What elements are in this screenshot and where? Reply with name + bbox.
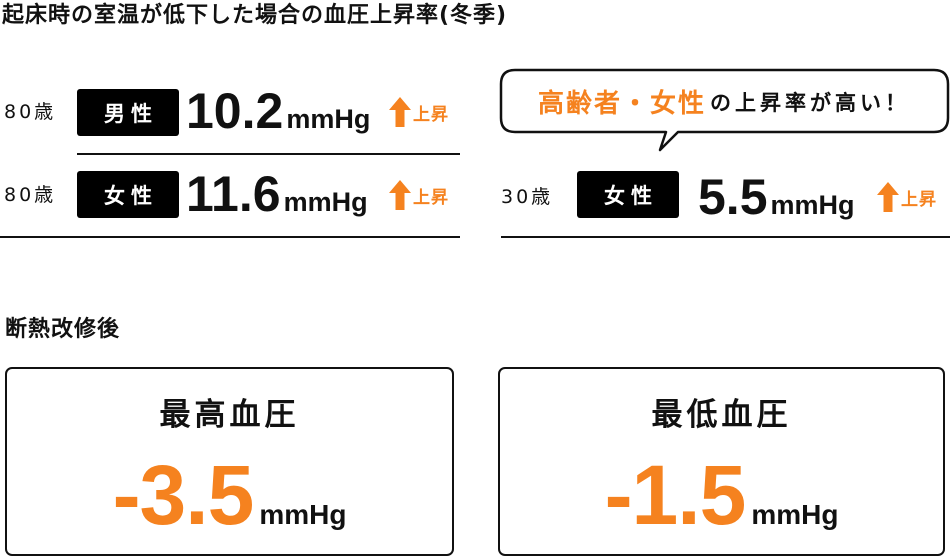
- age-label: 80歳: [4, 184, 57, 206]
- trend-label: 上昇: [413, 104, 449, 125]
- value-unit: mmHg: [286, 104, 371, 134]
- callout-rest: の上昇率が高い！: [710, 90, 910, 115]
- page-title: 起床時の室温が低下した場合の血圧上昇率(冬季): [2, 3, 508, 28]
- value-number: -3.5: [112, 448, 255, 542]
- arrow-up-icon: [389, 180, 411, 210]
- gender-badge: 女性: [77, 171, 179, 218]
- trend-label: 上昇: [901, 189, 937, 210]
- value-unit: mmHg: [259, 499, 347, 530]
- callout-text: 高齢者・女性 の上昇率が高い！: [500, 70, 948, 133]
- value-number: 11.6: [186, 166, 281, 222]
- arrow-up-icon: [877, 182, 899, 212]
- gender-badge: 男性: [77, 89, 179, 136]
- value-number: -1.5: [604, 448, 747, 542]
- divider: [0, 236, 460, 238]
- box-value: -1.5 mmHg: [500, 453, 943, 537]
- bp-rise-value: 10.2 mmHg: [186, 86, 370, 136]
- callout-highlight: 高齢者・女性: [537, 89, 706, 119]
- box-value: -3.5 mmHg: [7, 453, 452, 537]
- diastolic-box: 最低血圧 -1.5 mmHg: [498, 367, 945, 556]
- arrow-up-icon: [389, 97, 411, 127]
- trend-label: 上昇: [413, 187, 449, 208]
- bp-rise-value: 11.6 mmHg: [186, 169, 368, 219]
- divider: [77, 153, 460, 155]
- gender-label: 女性: [604, 183, 658, 208]
- box-title: 最低血圧: [651, 397, 792, 433]
- value-number: 5.5: [698, 169, 768, 225]
- age-label: 30歳: [501, 186, 554, 208]
- gender-badge: 女性: [577, 171, 679, 218]
- value-unit: mmHg: [751, 499, 839, 530]
- trend-indicator: 上昇: [877, 182, 937, 212]
- gender-label: 男性: [104, 101, 158, 126]
- divider: [501, 236, 950, 238]
- box-title: 最高血圧: [159, 397, 300, 433]
- trend-indicator: 上昇: [389, 180, 449, 210]
- trend-indicator: 上昇: [389, 97, 449, 127]
- bp-rise-value: 5.5 mmHg: [698, 172, 855, 222]
- section-title: 断熱改修後: [5, 317, 121, 342]
- value-unit: mmHg: [283, 187, 368, 217]
- gender-label: 女性: [104, 183, 158, 208]
- systolic-box: 最高血圧 -3.5 mmHg: [5, 367, 454, 556]
- value-number: 10.2: [186, 83, 284, 139]
- speech-bubble: [499, 68, 950, 152]
- value-unit: mmHg: [770, 190, 855, 220]
- age-label: 80歳: [4, 101, 57, 123]
